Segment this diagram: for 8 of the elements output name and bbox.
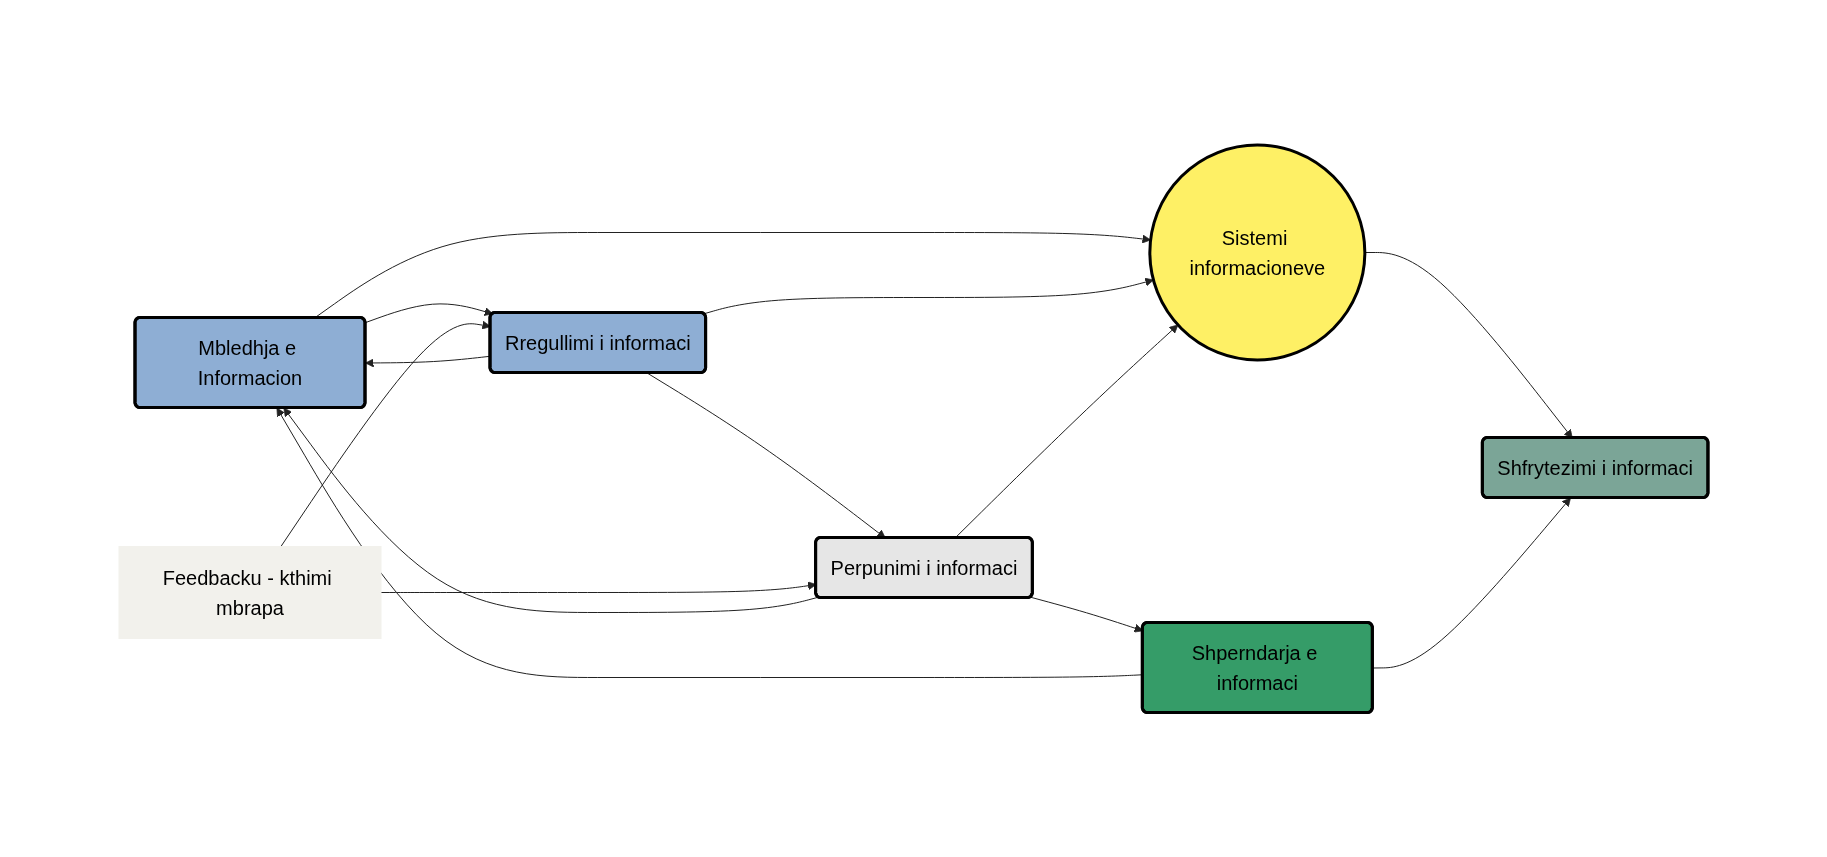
arrow (276, 407, 1143, 678)
node-circle: Sistemi informacioneve (1147, 143, 1366, 362)
arrow (379, 581, 816, 593)
arrow (1371, 497, 1571, 669)
arrow (364, 303, 493, 323)
arrow (1029, 596, 1143, 633)
arrow (282, 407, 819, 613)
node-box: Feedbacku - kthimi mbrapa (118, 545, 381, 639)
